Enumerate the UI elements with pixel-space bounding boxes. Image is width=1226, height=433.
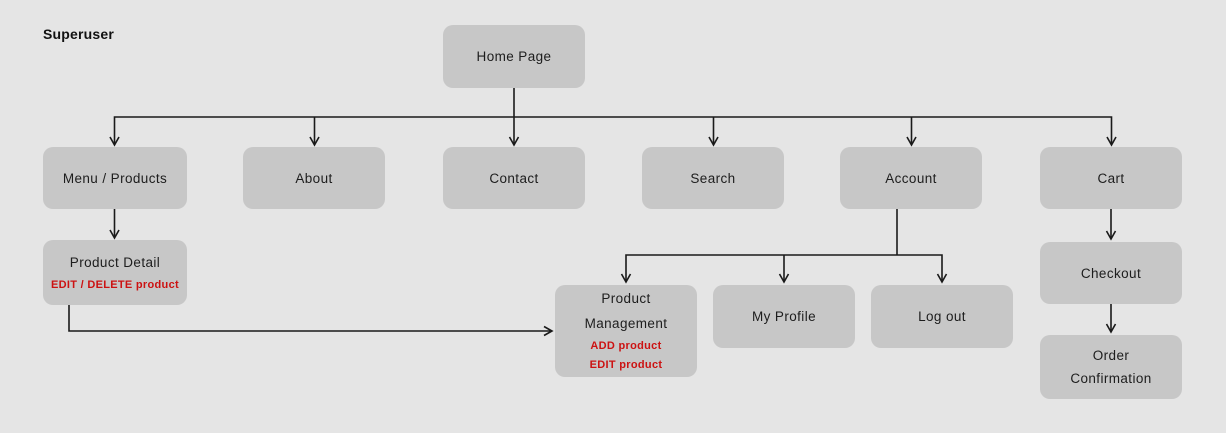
node-contact-label: Contact bbox=[489, 170, 539, 186]
node-checkout-label: Checkout bbox=[1080, 265, 1142, 281]
node-product-management-label-line2: Management bbox=[584, 316, 668, 331]
node-contact: Contact bbox=[443, 147, 585, 209]
node-cart: Cart bbox=[1040, 147, 1182, 209]
node-product-detail: Product Detail EDIT / DELETE product bbox=[43, 240, 187, 305]
role-title: Superuser bbox=[43, 26, 115, 42]
node-order-confirmation-label-line1: Order bbox=[1092, 348, 1130, 363]
node-checkout: Checkout bbox=[1040, 242, 1182, 304]
node-menu-products: Menu / Products bbox=[43, 147, 187, 209]
node-product-detail-action: EDIT / DELETE product bbox=[51, 278, 179, 291]
node-product-management-label-line1: Product bbox=[601, 291, 651, 306]
node-menu-products-label: Menu / Products bbox=[62, 170, 168, 186]
node-order-confirmation-label-line2: Confirmation bbox=[1070, 371, 1152, 386]
connector-detail-to-pm bbox=[68, 305, 554, 337]
node-product-management-action-edit: EDIT product bbox=[589, 359, 663, 371]
node-my-profile: My Profile bbox=[713, 285, 855, 348]
node-search-label: Search bbox=[690, 170, 736, 186]
node-my-profile-label: My Profile bbox=[751, 309, 816, 324]
node-product-management-action-add: ADD product bbox=[590, 340, 662, 352]
node-product-detail-label: Product Detail bbox=[69, 254, 161, 270]
node-search: Search bbox=[642, 147, 784, 209]
node-product-management: Product Management ADD product EDIT prod… bbox=[555, 285, 697, 377]
node-about: About bbox=[243, 147, 385, 209]
node-home-page-label: Home Page bbox=[476, 49, 552, 64]
node-log-out-label: Log out bbox=[918, 309, 966, 324]
connector-account-rail bbox=[620, 254, 948, 284]
connector-top-rail bbox=[109, 116, 1117, 147]
node-account: Account bbox=[840, 147, 982, 209]
node-account-label: Account bbox=[885, 170, 937, 186]
node-about-label: About bbox=[295, 170, 333, 186]
node-log-out: Log out bbox=[871, 285, 1013, 348]
node-order-confirmation: Order Confirmation bbox=[1040, 335, 1182, 399]
node-cart-label: Cart bbox=[1097, 170, 1125, 186]
node-home-page: Home Page bbox=[443, 25, 585, 88]
